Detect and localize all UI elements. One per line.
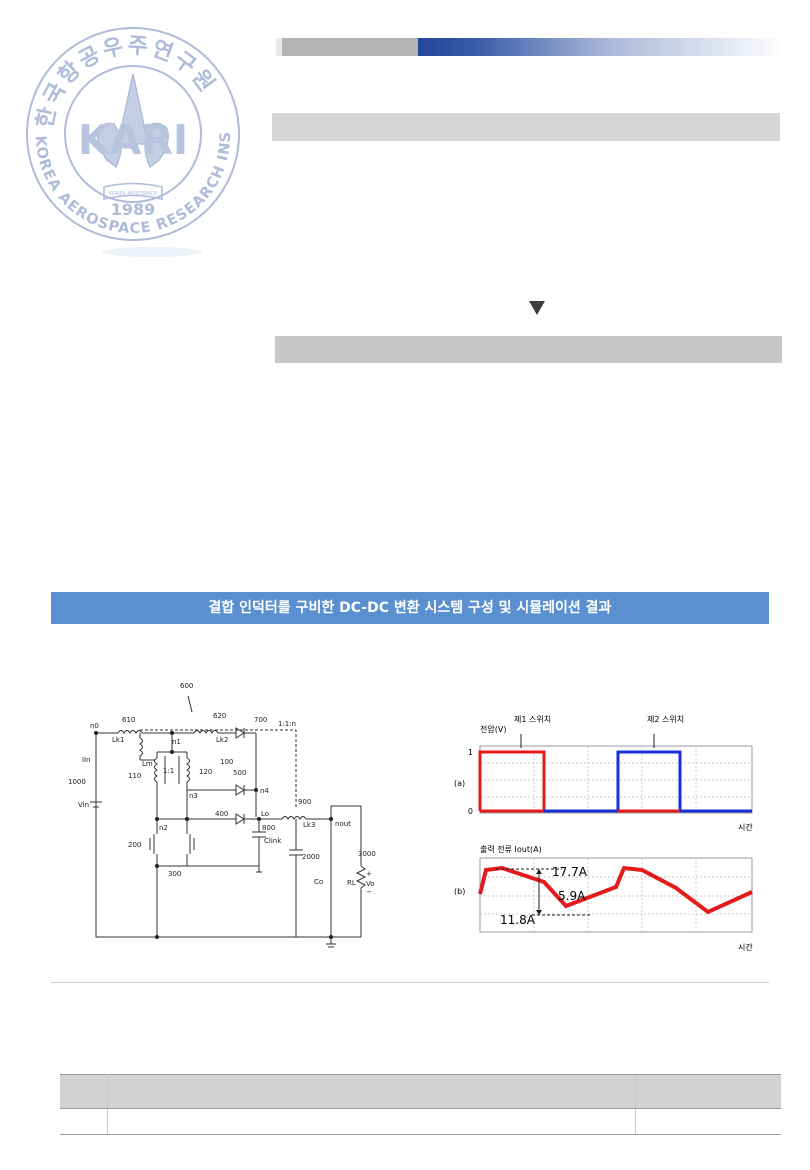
ref-100: 100 xyxy=(220,758,233,766)
table-row xyxy=(60,1108,781,1135)
label-vin: Vin xyxy=(78,801,89,809)
sim-a-xlabel: 시간 xyxy=(738,822,753,832)
ref-120: 120 xyxy=(199,768,212,776)
ref-800: 800 xyxy=(262,824,275,832)
ref-2000: 2000 xyxy=(302,853,320,861)
sim-b-xlabel: 시간 xyxy=(738,942,753,952)
ref-3000: 3000 xyxy=(358,850,376,858)
ripple-label: 5.9A xyxy=(558,889,586,903)
table-cell xyxy=(635,1108,781,1135)
sim-b-ylabel: 출력 전류 Iout(A) xyxy=(480,844,542,854)
switch2-label: 제2 스위치 xyxy=(647,715,684,724)
ref-400: 400 xyxy=(215,810,228,818)
ref-620: 620 xyxy=(213,712,226,720)
table-header-cell xyxy=(635,1074,781,1109)
node-n1: n1 xyxy=(172,738,181,746)
label-co: Co xyxy=(314,878,323,886)
ratio-label: 1:1:n xyxy=(278,720,296,728)
label-lm: Lm xyxy=(142,760,153,768)
kari-seal-logo: 한국항공우주연구원 KOREA AEROSPACE RESEARCH INSTI… xyxy=(22,22,240,257)
table-cell xyxy=(107,1108,636,1135)
node-n3: n3 xyxy=(189,792,198,800)
label-lk3: Lk3 xyxy=(303,821,315,829)
sim-a-ylabel: 전압(V) xyxy=(480,724,506,734)
peak-label: 17.7A xyxy=(552,865,588,879)
label-lk1: Lk1 xyxy=(112,736,124,744)
switch1-waveform xyxy=(478,750,546,813)
label-clink: Clink xyxy=(264,837,282,845)
ref-700: 700 xyxy=(254,716,267,724)
switch-voltage-plot: 전압(V) 제1 스위치 제2 스위치 1 0 (a) 시간 xyxy=(454,715,753,832)
ref-600: 600 xyxy=(180,682,193,690)
transformer-ratio: 1:1 xyxy=(163,767,174,775)
info-table xyxy=(60,1074,781,1135)
ref-300: 300 xyxy=(168,870,181,878)
down-arrow-icon xyxy=(529,301,545,315)
ref-500: 500 xyxy=(233,769,246,777)
node-n0: n0 xyxy=(90,722,99,730)
panel-a-label: (a) xyxy=(454,779,465,788)
table-header-row xyxy=(60,1074,781,1109)
seal-ribbon-text: KOREA AEROSPACE xyxy=(109,191,157,197)
table-cell xyxy=(60,1108,108,1135)
tick-1: 1 xyxy=(468,748,473,757)
node-n2: n2 xyxy=(159,824,168,832)
label-rl: RL xyxy=(347,879,356,887)
label-lk2: Lk2 xyxy=(216,736,228,744)
switch1-label: 제1 스위치 xyxy=(514,715,551,724)
switch2-waveform xyxy=(544,750,752,813)
heading-bar-top xyxy=(272,113,780,141)
section-title-banner: 결합 인덕터를 구비한 DC-DC 변환 시스템 구성 및 시뮬레이션 결과 xyxy=(51,592,769,624)
heading-bar-middle xyxy=(275,336,782,363)
seal-year: 1989 xyxy=(111,200,156,219)
label-plus: + xyxy=(366,870,372,878)
label-iin: Iin xyxy=(82,756,90,764)
label-vo: Vo xyxy=(366,880,375,888)
header-gradient-bar xyxy=(276,38,786,56)
ref-900: 900 xyxy=(298,798,311,806)
label-lo: Lo xyxy=(261,810,269,818)
table-header-cell xyxy=(107,1074,636,1109)
node-nout: nout xyxy=(335,820,351,828)
label-minus: − xyxy=(366,888,372,896)
ref-200: 200 xyxy=(128,841,141,849)
seal-initials: KARI xyxy=(78,116,188,164)
valley-label: 11.8A xyxy=(500,913,536,927)
tick-0: 0 xyxy=(468,807,473,816)
ref-610: 610 xyxy=(122,716,135,724)
section-divider xyxy=(51,982,769,983)
output-current-plot: 출력 전류 Iout(A) 17.7A 5.9A 11.8A (b) 시간 xyxy=(454,844,753,952)
circuit-diagram: 600 610 620 700 1:1:n n0 n1 n2 n3 n4 nou… xyxy=(68,682,376,948)
ref-1000: 1000 xyxy=(68,778,86,786)
ref-110: 110 xyxy=(128,772,141,780)
node-n4: n4 xyxy=(260,787,269,795)
table-header-cell xyxy=(60,1074,108,1109)
panel-b-label: (b) xyxy=(454,887,465,896)
